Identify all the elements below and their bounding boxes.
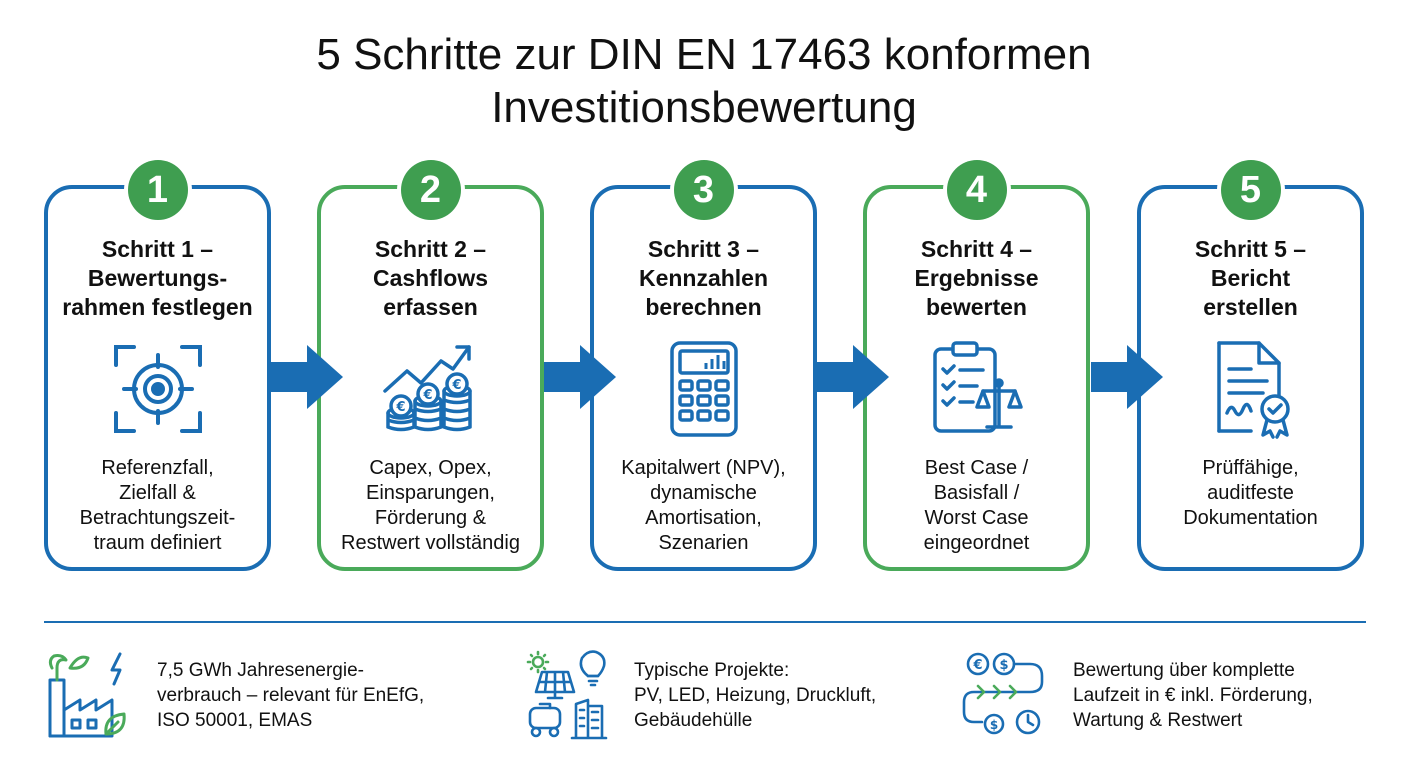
svg-text:€: € <box>972 658 982 673</box>
step-description: Best Case / Basisfall / Worst Case einge… <box>923 457 1030 554</box>
factory-energy-icon <box>44 650 132 740</box>
step-card-5: 5 Schritt 5 – Bericht erstellen Prüffähi… <box>1137 160 1364 571</box>
clipboard-scale-icon <box>927 339 1027 439</box>
step-card-2: 2 Schritt 2 – Cashflows erfassen € € € C… <box>317 160 544 571</box>
step-card-4: 4 Schritt 4 – Ergebnisse bewerten Best C… <box>863 160 1090 571</box>
lifecycle-money-icon: € $ $ <box>960 650 1048 740</box>
step-title: Schritt 1 – Bewertungs- rahmen festlegen <box>62 236 253 320</box>
footer-text: Bewertung über komplette Laufzeit in € i… <box>1073 660 1313 731</box>
svg-text:€: € <box>395 400 405 415</box>
certified-document-icon <box>1201 339 1301 439</box>
step-description: Referenzfall, Zielfall & Betrachtungszei… <box>79 457 236 554</box>
step-description: Prüffähige, auditfeste Dokumentation <box>1183 457 1318 529</box>
euro-coins-growth-icon: € € € <box>381 339 481 439</box>
title-line-1: 5 Schritte zur DIN EN 17463 konformen <box>316 30 1092 79</box>
step-title: Schritt 5 – Bericht erstellen <box>1194 236 1307 320</box>
title-line-2: Investitionsbewertung <box>491 83 917 132</box>
divider <box>44 621 1366 623</box>
step-title: Schritt 3 – Kennzahlen berechnen <box>638 236 769 320</box>
arrow-right-icon <box>1091 345 1163 409</box>
step-description: Capex, Opex, Einsparungen, Förderung & R… <box>341 457 520 554</box>
svg-text:€: € <box>451 378 461 393</box>
step-number-badge: 4 <box>946 160 1007 220</box>
step-card-1: 1 Schritt 1 – Bewertungs- rahmen festleg… <box>44 160 271 571</box>
step-number-badge: 5 <box>1220 160 1281 220</box>
svg-text:$: $ <box>990 718 998 732</box>
svg-text:$: $ <box>999 658 1008 673</box>
step-number-badge: 3 <box>673 160 734 220</box>
step-title: Schritt 4 – Ergebnisse bewerten <box>914 236 1039 320</box>
svg-text:€: € <box>422 388 432 403</box>
arrow-right-icon <box>544 345 616 409</box>
step-number-badge: 2 <box>400 160 461 220</box>
footer-text: 7,5 GWh Jahresenergie- verbrauch – relev… <box>157 660 425 731</box>
arrow-right-icon <box>271 345 343 409</box>
page-title: 5 Schritte zur DIN EN 17463 konformen In… <box>0 28 1408 134</box>
step-card-3: 3 Schritt 3 – Kennzahlen berechnen Kapit… <box>590 160 817 571</box>
calculator-icon <box>654 339 754 439</box>
target-icon <box>108 339 208 439</box>
arrow-right-icon <box>817 345 889 409</box>
step-description: Kapitalwert (NPV), dynamische Amortisati… <box>621 457 786 554</box>
step-title: Schritt 2 – Cashflows erfassen <box>372 236 489 320</box>
footer-text: Typische Projekte: PV, LED, Heizung, Dru… <box>634 660 877 731</box>
project-types-icon <box>524 650 612 740</box>
step-number-badge: 1 <box>127 160 188 220</box>
